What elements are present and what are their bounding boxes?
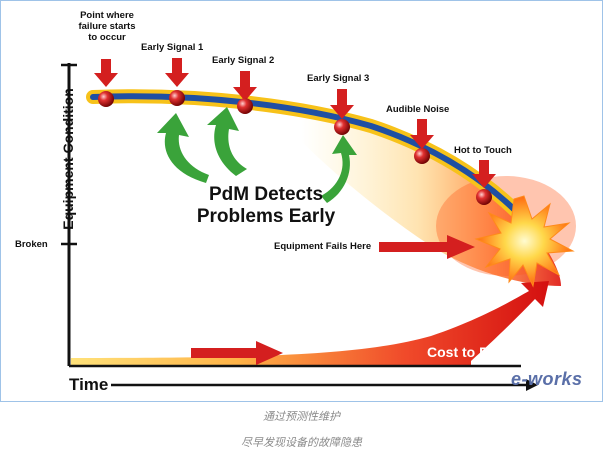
ball-audible: [414, 148, 430, 164]
ball-failure-start: [98, 91, 114, 107]
label-broken: Broken: [15, 239, 48, 250]
green-arrow-1: [157, 113, 209, 183]
x-axis-label: Time: [69, 375, 109, 394]
label-point-failure: Point where failure starts to occur: [78, 10, 136, 43]
caption-line-2: 尽早发现设备的故障隐患: [241, 437, 362, 449]
label-audible-noise: Audible Noise: [386, 104, 450, 115]
ball-signal3: [334, 119, 350, 135]
pdm-title-line-1: PdM Detects: [208, 184, 324, 205]
red-arrow-audible: [410, 119, 434, 149]
label-early-signal-1: Early Signal 1: [141, 42, 204, 53]
pdm-title-line-2: Problems Early: [196, 206, 336, 227]
red-arrow-failure: [94, 59, 118, 87]
ball-signal1: [169, 90, 185, 106]
label-early-signal-2: Early Signal 2: [212, 55, 275, 66]
caption-line-1: 通过预测性维护: [263, 411, 340, 423]
equipment-fails-arrow: [379, 235, 475, 259]
label-hot-to-touch: Hot to Touch: [454, 145, 512, 156]
signal-balls: [98, 90, 492, 205]
ball-hot: [476, 189, 492, 205]
y-axis-label: Equipment Condition: [60, 88, 76, 230]
label-equipment-fails: Equipment Fails Here: [274, 241, 372, 252]
cost-area: [71, 281, 549, 366]
signal-arrows: [94, 58, 496, 188]
cost-to-repair-label: Cost to Repair: [427, 344, 523, 360]
eworks-logo: e-works: [511, 369, 583, 389]
red-arrow-signal1: [165, 58, 189, 87]
red-arrow-signal2: [233, 71, 257, 101]
diagram-frame: Point where failure starts to occur Earl…: [0, 0, 603, 402]
green-arrow-2: [207, 107, 247, 176]
failure-burst: [474, 195, 575, 288]
ball-signal2: [237, 98, 253, 114]
green-arrow-3: [321, 135, 357, 203]
cost-trend-arrow: [191, 341, 283, 365]
pdm-diagram: [61, 58, 576, 391]
label-early-signal-3: Early Signal 3: [307, 73, 370, 84]
red-arrow-hot: [472, 160, 496, 188]
red-arrow-signal3: [330, 89, 354, 119]
x-axis-arrowhead: [526, 379, 538, 391]
